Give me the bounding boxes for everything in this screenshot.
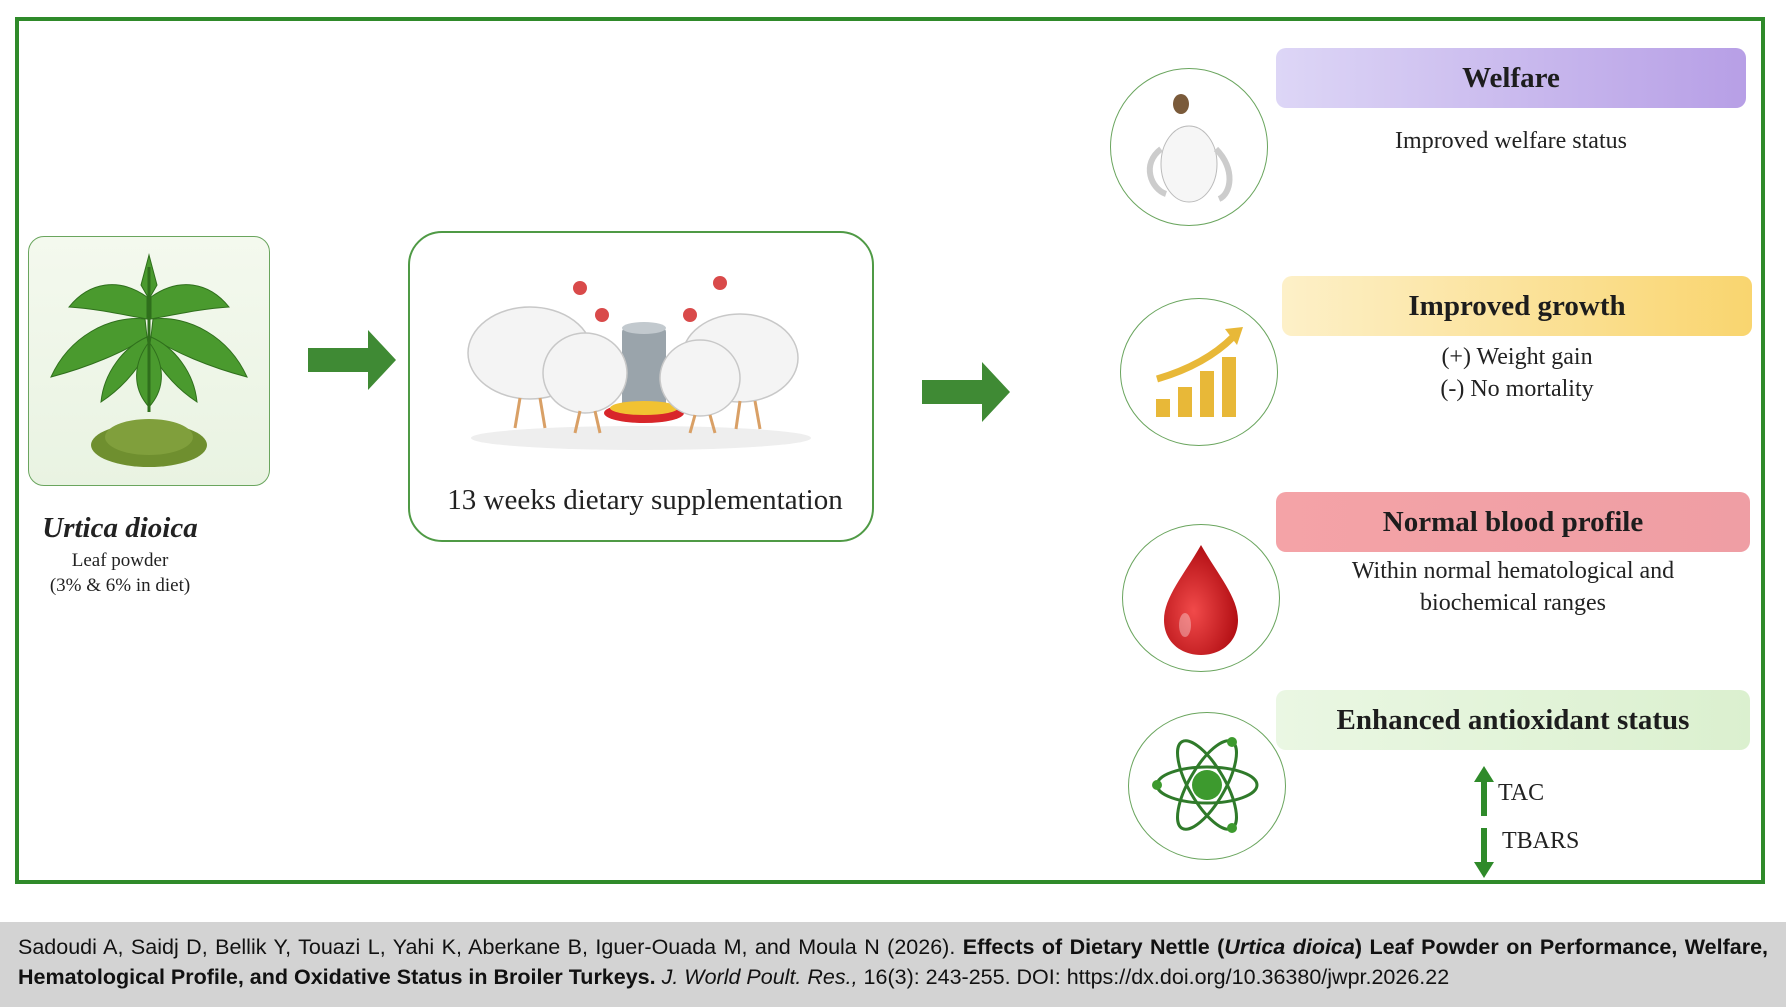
welfare-icon-circle <box>1110 68 1268 226</box>
citation-title-1: Effects of Dietary Nettle ( <box>962 935 1225 959</box>
turkeys-feeder-icon <box>467 276 811 450</box>
welfare-banner: Welfare <box>1276 48 1746 108</box>
citation-line-1: Sadoudi A, Saidj D, Bellik Y, Touazi L, … <box>18 932 1768 992</box>
growth-text-1: (+) Weight gain <box>1441 344 1593 370</box>
tbars-label: TBARS <box>1502 828 1580 854</box>
flow-arrow-2 <box>922 362 1010 422</box>
citation-volume-doi: 16(3): 243-255. DOI: https://dx.doi.org/… <box>863 965 1450 989</box>
atom-icon <box>1152 737 1259 833</box>
welfare-text: Improved welfare status <box>1395 128 1627 154</box>
down-arrow-icon <box>1474 828 1494 878</box>
nettle-plant-icon <box>50 253 248 467</box>
citation-title-2: ) Leaf Powder on Performance, Welfare, H… <box>18 935 1769 989</box>
form-label: Leaf powder <box>71 550 169 571</box>
chicken-icon <box>1146 94 1233 203</box>
growth-icon-circle <box>1120 298 1278 446</box>
treatment-label: 13 weeks dietary supplementation <box>447 484 843 516</box>
blood-text-1: Within normal hematological and <box>1351 558 1675 584</box>
antioxidant-icon-circle <box>1128 712 1286 860</box>
blood-icon-circle <box>1122 524 1280 672</box>
flow-arrow-1 <box>308 330 396 390</box>
species-label: Urtica dioica <box>42 512 198 544</box>
growth-text-2: (-) No mortality <box>1440 376 1594 402</box>
blood-text-2: biochemical ranges <box>1420 590 1606 616</box>
antioxidant-banner: Enhanced antioxidant status <box>1276 690 1750 750</box>
dose-label: (3% & 6% in diet) <box>49 575 191 596</box>
turkey-image-box <box>408 231 874 542</box>
citation-journal: J. World Poult. Res., <box>661 965 858 989</box>
citation-authors: Sadoudi A, Saidj D, Bellik Y, Touazi L, … <box>18 935 956 959</box>
blood-banner: Normal blood profile <box>1276 492 1750 552</box>
growth-chart-icon <box>1156 327 1243 417</box>
citation-title-italic: Urtica dioica <box>1224 935 1355 959</box>
tac-label: TAC <box>1498 780 1545 806</box>
up-arrow-icon <box>1474 766 1494 816</box>
nettle-image-box <box>28 236 270 486</box>
blood-drop-icon <box>1164 545 1238 655</box>
growth-banner: Improved growth <box>1282 276 1752 336</box>
citation-bar: Sadoudi A, Saidj D, Bellik Y, Touazi L, … <box>0 922 1786 1007</box>
